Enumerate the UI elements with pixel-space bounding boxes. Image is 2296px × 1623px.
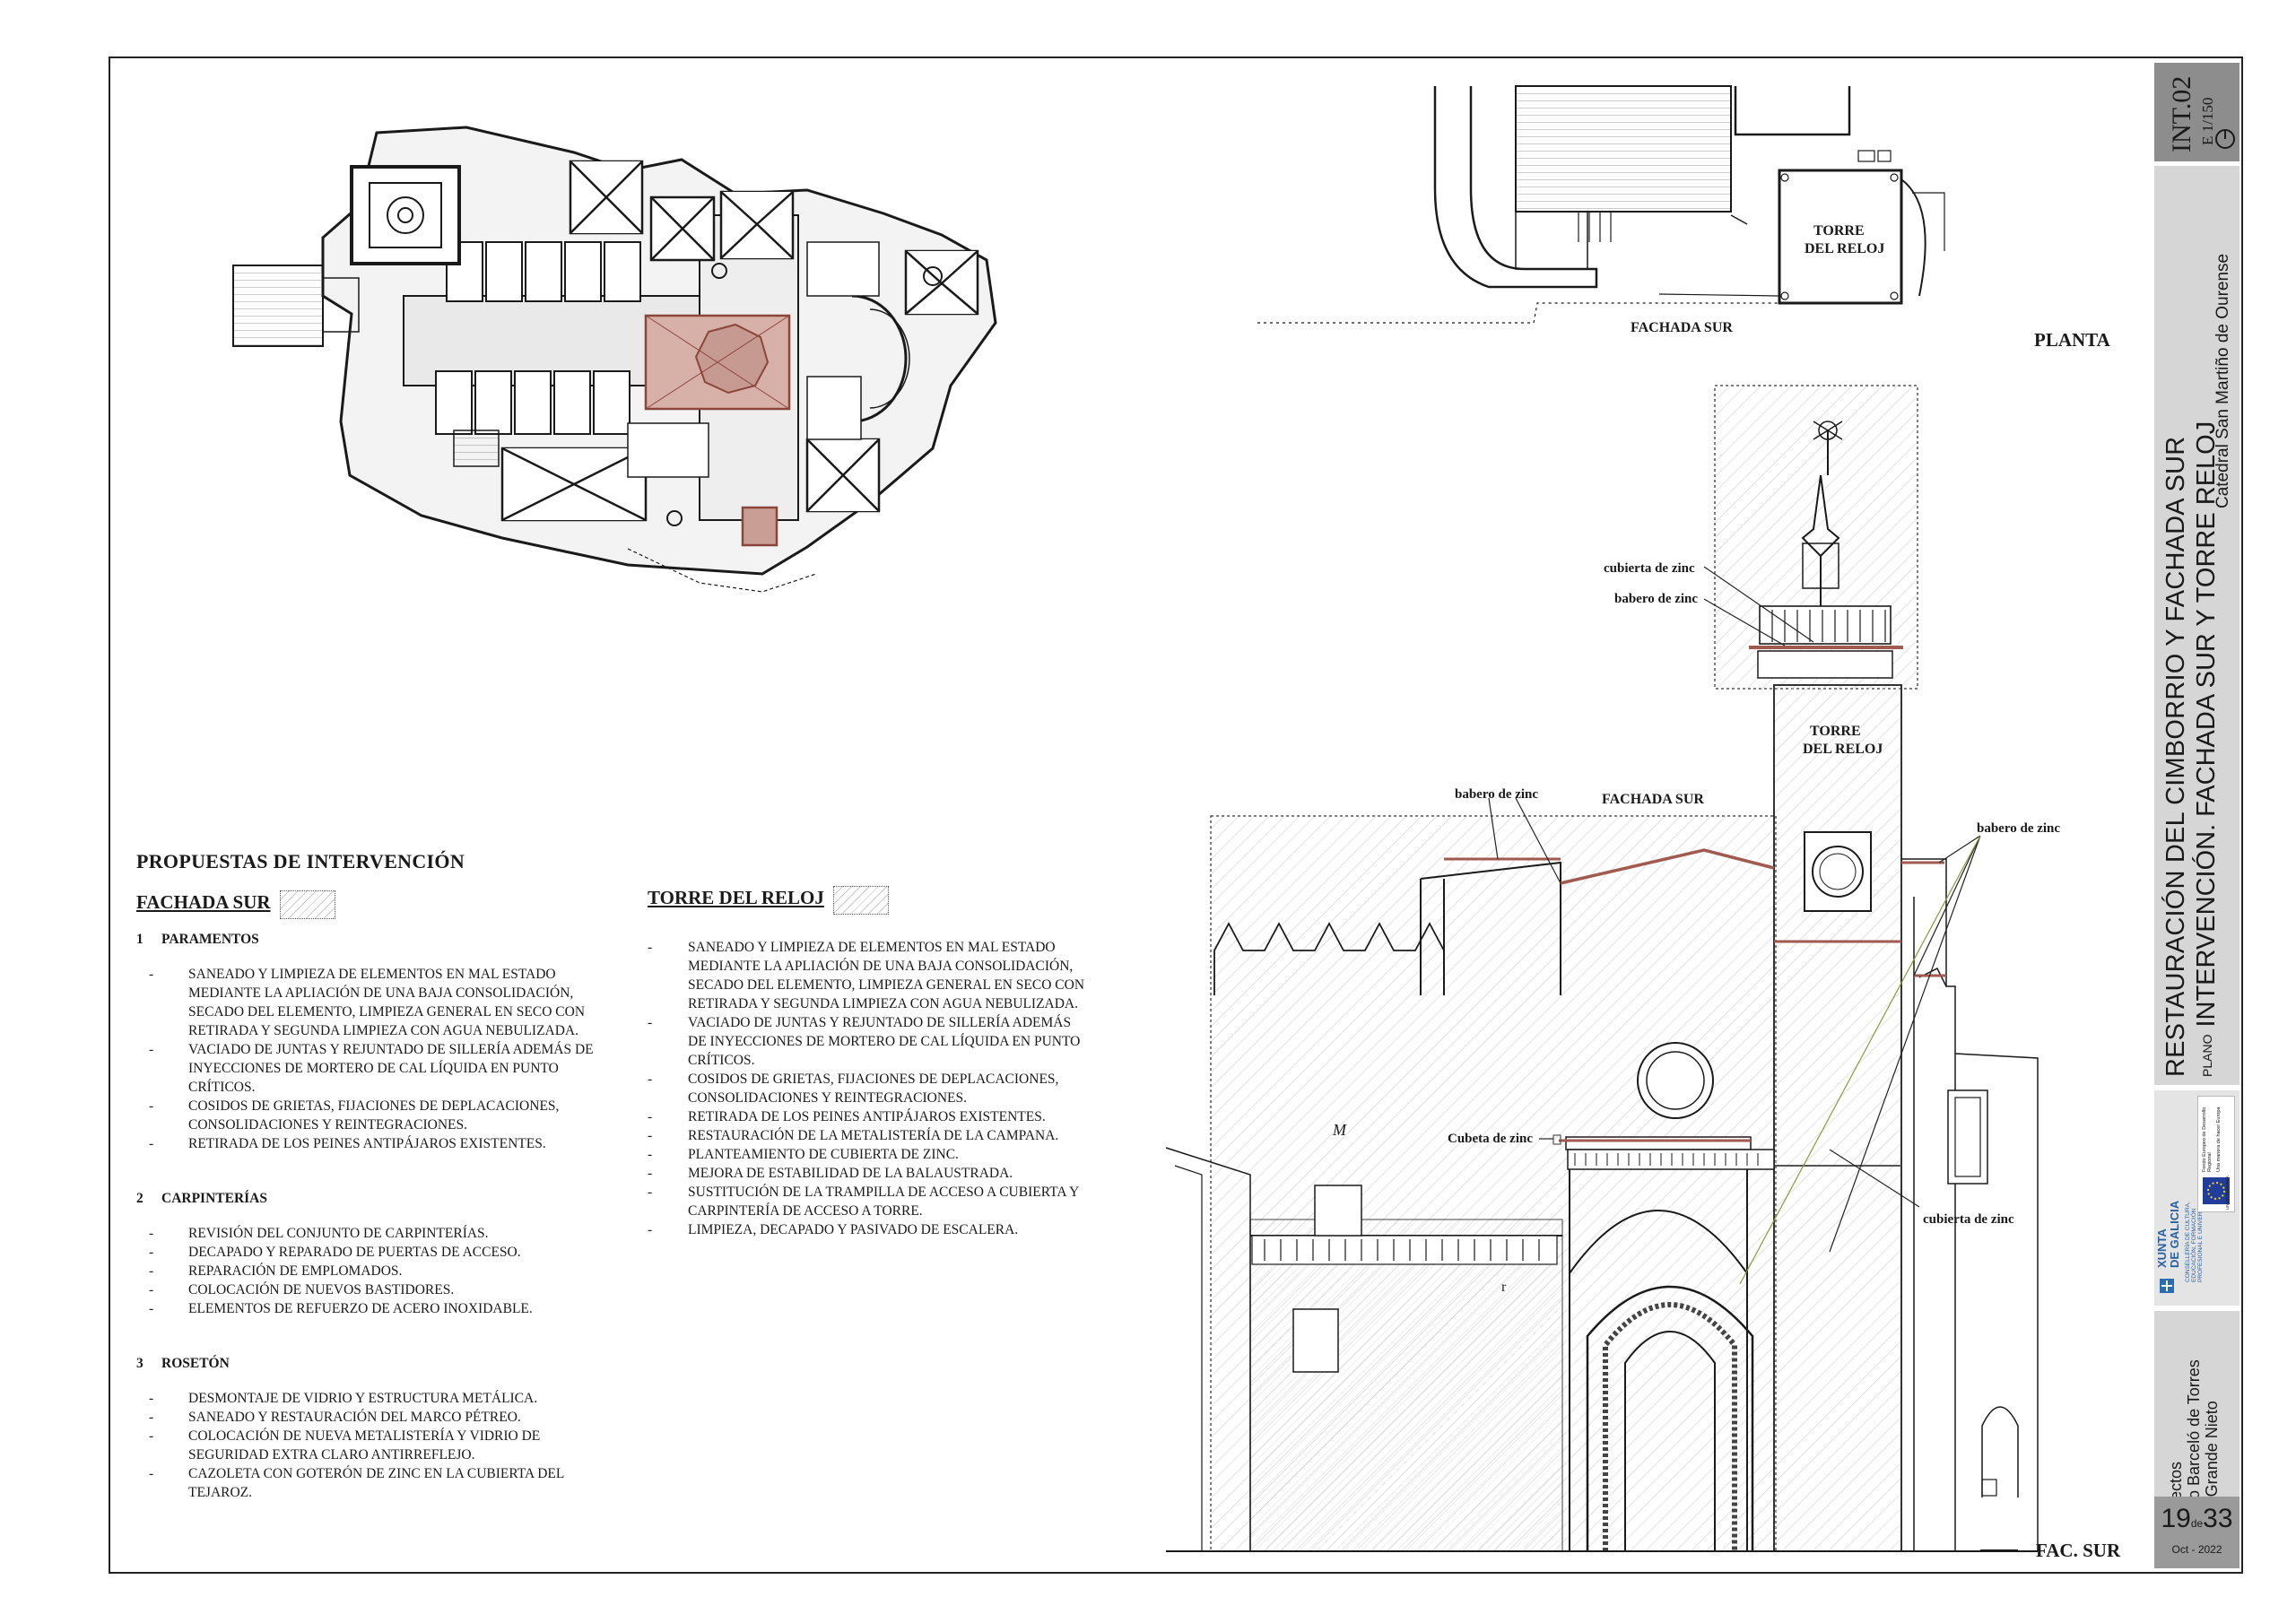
tower-floor-plan xyxy=(1257,85,1945,324)
list-item: COLOCACIÓN DE NUEVOS BASTIDORES. xyxy=(136,1280,603,1299)
eu-flag-icon xyxy=(2203,1177,2230,1204)
roseton-list: DESMONTAJE DE VIDRIO Y ESTRUCTURA METÁLI… xyxy=(136,1389,603,1502)
elevation-tower-label-2: DEL RELOJ xyxy=(1803,742,1883,757)
section-title: PARAMENTOS xyxy=(161,932,259,947)
proposals-panel: PROPUESTAS DE INTERVENCIÓN FACHADA SUR 1… xyxy=(136,852,603,1502)
cathedral-site-plan xyxy=(232,126,997,593)
title-block: INT.02 E 1/150 RESTAURACIÓN DEL CIMBORRI… xyxy=(2146,59,2243,1573)
list-item: CAZOLETA CON GOTERÓN DE ZINC EN LA CUBIE… xyxy=(136,1464,603,1502)
torre-list: SANEADO Y LIMPIEZA DE ELEMENTOS EN MAL E… xyxy=(648,938,1087,1239)
north-arrow-icon xyxy=(2215,129,2235,149)
list-item: COSIDOS DE GRIETAS, FIJACIONES DE DEPLAC… xyxy=(136,1097,603,1134)
list-item: SANEADO Y RESTAURACIÓN DEL MARCO PÉTREO. xyxy=(136,1408,603,1427)
section-title: ROSETÓN xyxy=(161,1356,230,1371)
xunta-logo-text: XUNTA DE GALICIA xyxy=(2155,1200,2181,1268)
eu-logo: Fondo Europeo de Desarrollo Regional Una… xyxy=(2197,1096,2235,1212)
section-number: 2 xyxy=(136,1191,144,1206)
list-item: DESMONTAJE DE VIDRIO Y ESTRUCTURA METÁLI… xyxy=(136,1389,603,1408)
sheet-code-box: INT.02 E 1/150 xyxy=(2154,63,2239,161)
torre-del-reloj-panel: TORRE DEL RELOJ SANEADO Y LIMPIEZA DE EL… xyxy=(648,886,1087,1239)
list-item: PLANTEAMIENTO DE CUBIERTA DE ZINC. xyxy=(648,1145,1087,1164)
fachada-sur-title: FACHADA SUR xyxy=(136,890,271,913)
list-item: SANEADO Y LIMPIEZA DE ELEMENTOS EN MAL E… xyxy=(648,938,1087,1013)
list-item: RETIRADA DE LOS PEINES ANTIPÁJAROS EXIST… xyxy=(136,1134,603,1153)
paramentos-list: SANEADO Y LIMPIEZA DE ELEMENTOS EN MAL E… xyxy=(136,965,603,1153)
list-item: DECAPADO Y REPARADO DE PUERTAS DE ACCESO… xyxy=(136,1243,603,1262)
section-number: 3 xyxy=(136,1356,144,1371)
eu-union-text: UNIÓN EUROPEA xyxy=(2225,1176,2230,1210)
list-item: VACIADO DE JUNTAS Y REJUNTADO DE SILLERÍ… xyxy=(136,1040,603,1097)
location: Catedral San Martiño de Ourense xyxy=(2213,253,2232,508)
sheet-index: 19 xyxy=(2161,1504,2191,1533)
list-item: MEJORA DE ESTABILIDAD DE LA BALAUSTRADA. xyxy=(648,1164,1087,1183)
section-number: 1 xyxy=(136,932,144,947)
plan-tower-label-1: TORRE xyxy=(1813,223,1865,239)
elevation-title: FAC. SUR xyxy=(2036,1540,2121,1561)
list-item: ELEMENTOS DE REFUERZO DE ACERO INOXIDABL… xyxy=(136,1299,603,1318)
south-facade-elevation xyxy=(1165,385,2039,1552)
plan-name: INTERVENCIÓN. FACHADA SUR Y TORRE RELOJ xyxy=(2192,421,2221,1028)
sheet-number: 19de33 xyxy=(2154,1504,2239,1539)
annotation-babero-zinc-top: babero de zinc xyxy=(1614,592,1698,606)
annotation-babero-zinc-left: babero de zinc xyxy=(1455,787,1538,802)
list-item: COSIDOS DE GRIETAS, FIJACIONES DE DEPLAC… xyxy=(648,1070,1087,1107)
sheet-total: 33 xyxy=(2203,1504,2233,1533)
plan-title: PLANTA xyxy=(2034,329,2111,351)
plan-facade-label: FACHADA SUR xyxy=(1631,320,1733,335)
torre-header: TORRE DEL RELOJ xyxy=(648,886,1087,915)
annotation-cubierta-zinc-top: cubierta de zinc xyxy=(1604,561,1695,576)
list-item: SUSTITUCIÓN DE LA TRAMPILLA DE ACCESO A … xyxy=(648,1183,1087,1220)
section-carpinterias: 2 CARPINTERÍAS REVISIÓN DEL CONJUNTO DE C… xyxy=(136,1189,603,1318)
section-title: CARPINTERÍAS xyxy=(161,1191,267,1206)
list-item: SANEADO Y LIMPIEZA DE ELEMENTOS EN MAL E… xyxy=(136,965,603,1040)
list-item: COLOCACIÓN DE NUEVA METALISTERÍA Y VIDRI… xyxy=(136,1427,603,1464)
sheet-number-box: 19de33 Oct - 2022 xyxy=(2154,1497,2239,1568)
carpinterias-list: REVISIÓN DEL CONJUNTO DE CARPINTERÍAS. D… xyxy=(136,1224,603,1318)
project-title: RESTAURACIÓN DEL CIMBORRIO Y FACHADA SUR xyxy=(2161,436,2190,1077)
torre-title: TORRE DEL RELOJ xyxy=(648,886,824,908)
elevation-facade-label: FACHADA SUR xyxy=(1602,792,1704,807)
drawing-sheet-frame xyxy=(109,56,2243,1574)
list-item: RESTAURACIÓN DE LA METALISTERÍA DE LA CA… xyxy=(648,1126,1087,1145)
project-title-box: RESTAURACIÓN DEL CIMBORRIO Y FACHADA SUR… xyxy=(2154,166,2239,1085)
sheet-code: INT.02 xyxy=(2167,75,2196,152)
torre-hatch-legend xyxy=(832,886,889,915)
elevation-mark-m: M xyxy=(1332,1121,1347,1139)
drawing-labels: PLANTA TORRE DEL RELOJ FACHADA SUR TORRE… xyxy=(1332,223,2121,1561)
xunta-logo-icon xyxy=(2160,1279,2174,1293)
elevation-tower-label-1: TORRE xyxy=(1810,724,1861,739)
fachada-sur-hatch-legend xyxy=(279,890,335,919)
section-paramentos: 1 PARAMENTOS SANEADO Y LIMPIEZA DE ELEMEN… xyxy=(136,930,603,1153)
list-item: VACIADO DE JUNTAS Y REJUNTADO DE SILLERÍ… xyxy=(648,1013,1087,1070)
list-item: RETIRADA DE LOS PEINES ANTIPÁJAROS EXIST… xyxy=(648,1107,1087,1126)
logos-box: XUNTA DE GALICIA CONSELLERÍA DE CULTURA,… xyxy=(2154,1090,2239,1306)
elevation-mark-r: r xyxy=(1501,1280,1507,1295)
list-item: LIMPIEZA, DECAPADO Y PASIVADO DE ESCALER… xyxy=(648,1220,1087,1239)
annotation-cubierta-zinc-right: cubierta de zinc xyxy=(1923,1212,2014,1227)
section-roseton: 3 ROSETÓN DESMONTAJE DE VIDRIO Y ESTRUCTU… xyxy=(136,1354,603,1502)
annotation-cubeta-zinc: Cubeta de zinc xyxy=(1448,1132,1533,1146)
proposals-heading: PROPUESTAS DE INTERVENCIÓN xyxy=(136,850,465,872)
eu-fund-text: Fondo Europeo de Desarrollo Regional xyxy=(2202,1107,2213,1172)
plan-prefix: PLANO xyxy=(2200,1034,2215,1077)
fachada-sur-header: FACHADA SUR xyxy=(136,890,603,919)
list-item: REPARACIÓN DE EMPLOMADOS. xyxy=(136,1262,603,1280)
eu-motto-text: Una manera de hacer Europa xyxy=(2216,1107,2222,1172)
plan-name-line: PLANO INTERVENCIÓN. FACHADA SUR Y TORRE R… xyxy=(2192,421,2222,1077)
sheet-of: de xyxy=(2190,1517,2204,1530)
annotation-babero-zinc-right: babero de zinc xyxy=(1977,821,2060,836)
list-item: REVISIÓN DEL CONJUNTO DE CARPINTERÍAS. xyxy=(136,1224,603,1243)
plan-tower-label-2: DEL RELOJ xyxy=(1805,241,1884,256)
sheet-date: Oct - 2022 xyxy=(2171,1543,2222,1556)
